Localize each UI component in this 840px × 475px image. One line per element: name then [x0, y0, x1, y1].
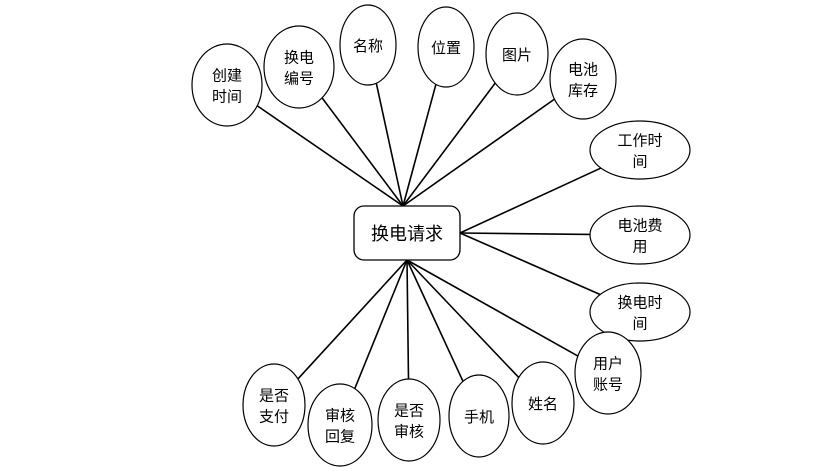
- attribute-label: 账号: [593, 376, 623, 394]
- attribute-label: 用户: [593, 355, 623, 373]
- attribute-ellipse: [589, 282, 691, 342]
- attribute-label: 电池费: [617, 217, 662, 235]
- connector-line: [402, 82, 496, 207]
- attribute-label: 用: [632, 238, 647, 256]
- attribute-label: 名称: [353, 37, 383, 55]
- attribute-ellipse: [339, 4, 397, 86]
- attribute-ellipse: [589, 205, 691, 265]
- attribute-nodes: 创建时间换电编号名称位置图片电池库存工作时间电池费用换电时间用户账号姓名手机是否…: [191, 4, 691, 467]
- attribute-ellipse: [242, 363, 306, 447]
- connector-line: [256, 105, 404, 207]
- connector-line: [297, 259, 408, 380]
- connector-line: [406, 259, 579, 357]
- attribute-ellipse: [191, 43, 263, 127]
- attribute-label: 电池: [568, 61, 598, 79]
- attribute-label: 库存: [568, 82, 598, 100]
- attribute-label: 编号: [284, 70, 314, 88]
- attribute-label: 时间: [212, 88, 242, 106]
- connector-line: [406, 259, 410, 380]
- attribute-label: 支付: [259, 408, 289, 426]
- entity-box: 换电请求: [353, 205, 461, 261]
- attribute-label: 创建: [212, 67, 242, 85]
- attribute-label: 位置: [431, 39, 461, 57]
- attribute-label: 手机: [464, 408, 494, 426]
- attribute-ellipse: [417, 6, 475, 88]
- attribute-ellipse: [448, 374, 510, 458]
- attribute-label: 工作时: [617, 132, 662, 150]
- attribute-label: 图片: [502, 46, 532, 64]
- attribute-label: 是否: [259, 387, 289, 405]
- attribute-ellipse: [307, 383, 373, 467]
- attribute-label: 换电: [284, 49, 314, 67]
- attribute-label: 间: [632, 315, 647, 333]
- connector-line: [402, 84, 437, 207]
- attribute-ellipse: [574, 331, 642, 415]
- entity-rect: [353, 205, 461, 261]
- attribute-node: 名称: [339, 4, 397, 86]
- connector-line: [459, 232, 591, 236]
- connector-line: [459, 167, 602, 234]
- attribute-ellipse: [485, 12, 549, 96]
- attribute-label: 审核: [325, 407, 355, 425]
- connector-line: [406, 259, 464, 382]
- attribute-node: 位置: [417, 6, 475, 88]
- entity-label: 换电请求: [371, 224, 443, 245]
- connector-lines: [256, 82, 602, 389]
- attribute-label: 是否: [394, 402, 424, 420]
- attribute-ellipse: [549, 38, 617, 120]
- attribute-node: 图片: [485, 12, 549, 96]
- attribute-ellipse: [589, 120, 691, 180]
- connector-line: [459, 232, 601, 296]
- connector-line: [406, 259, 520, 379]
- connector-line: [321, 97, 404, 207]
- attribute-label: 审核: [394, 423, 424, 441]
- attribute-label: 姓名: [528, 395, 558, 413]
- attribute-ellipse: [511, 361, 575, 445]
- attribute-node: 姓名: [511, 361, 575, 445]
- connector-line: [375, 83, 404, 207]
- connector-line: [354, 259, 408, 389]
- attribute-node: 手机: [448, 374, 510, 458]
- attribute-label: 换电时: [617, 294, 662, 312]
- attribute-label: 回复: [325, 428, 355, 446]
- attribute-label: 间: [632, 153, 647, 171]
- attribute-ellipse: [377, 378, 441, 462]
- connector-line: [402, 98, 555, 207]
- attribute-ellipse: [263, 25, 335, 109]
